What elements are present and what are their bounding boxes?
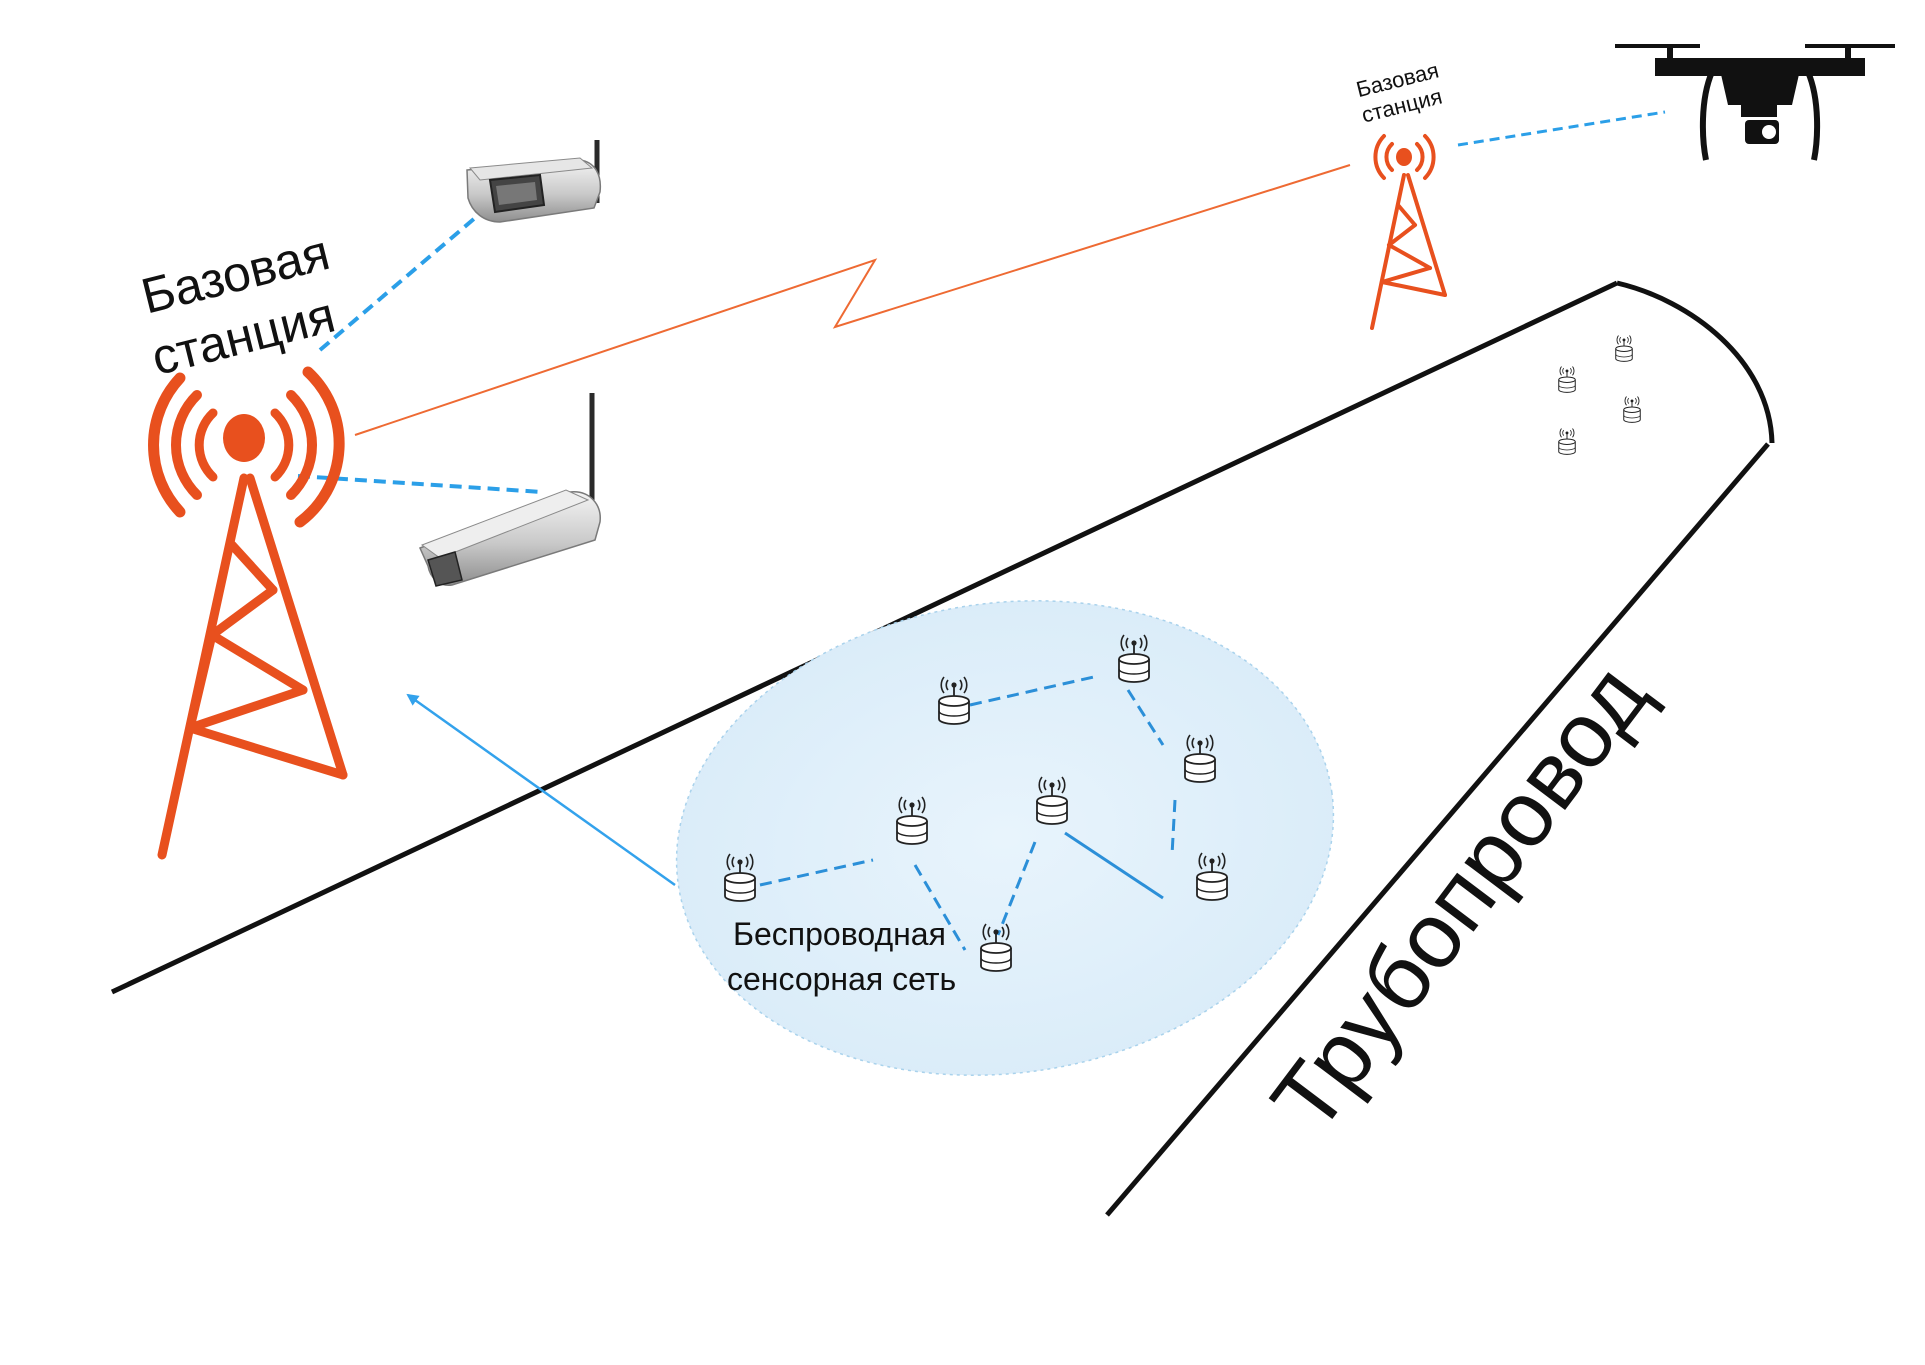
mesh-link (1126, 689, 1165, 746)
cctv-camera-icon (466, 140, 602, 223)
mesh-link (1064, 831, 1164, 900)
radio-tower-icon (1370, 134, 1447, 330)
wireless-links (297, 110, 1666, 494)
base-station-left-label: Базовая станция (136, 224, 341, 386)
pipeline-bottom-edge (1105, 442, 1770, 1217)
sensor-network-label-line2: сенсорная сеть (727, 961, 956, 997)
link-tower-camera-bottom (297, 474, 543, 494)
radio-tower-icon (148, 366, 348, 860)
sensor-network-label-line1: Беспроводная (733, 916, 946, 952)
pipeline-label: Трубопровод (1253, 646, 1668, 1151)
link-tower-camera-top (318, 216, 477, 352)
wireless-sensor-icon (1623, 396, 1641, 423)
base-station-radio-link (354, 164, 1351, 436)
wireless-sensor-icon (1558, 366, 1576, 393)
pipeline-end-cap (1616, 280, 1775, 444)
link-station-drone (1457, 110, 1666, 147)
sensor-network-area (675, 600, 1335, 1076)
wireless-sensor-icon (1615, 335, 1633, 362)
data-flow-arrow (406, 693, 676, 887)
mesh-link (913, 864, 967, 951)
drone-icon (1615, 44, 1895, 161)
mesh-link (969, 674, 1099, 707)
distant-sensor-nodes (1558, 335, 1641, 455)
base-station-right-label: Базовая станция (1354, 57, 1445, 127)
mesh-link (759, 858, 874, 887)
cctv-camera-icon (418, 393, 601, 587)
mesh-link (1170, 799, 1177, 856)
wireless-sensor-icon (1558, 428, 1576, 455)
sensor-mesh-links (759, 674, 1177, 951)
mesh-link (996, 841, 1037, 936)
